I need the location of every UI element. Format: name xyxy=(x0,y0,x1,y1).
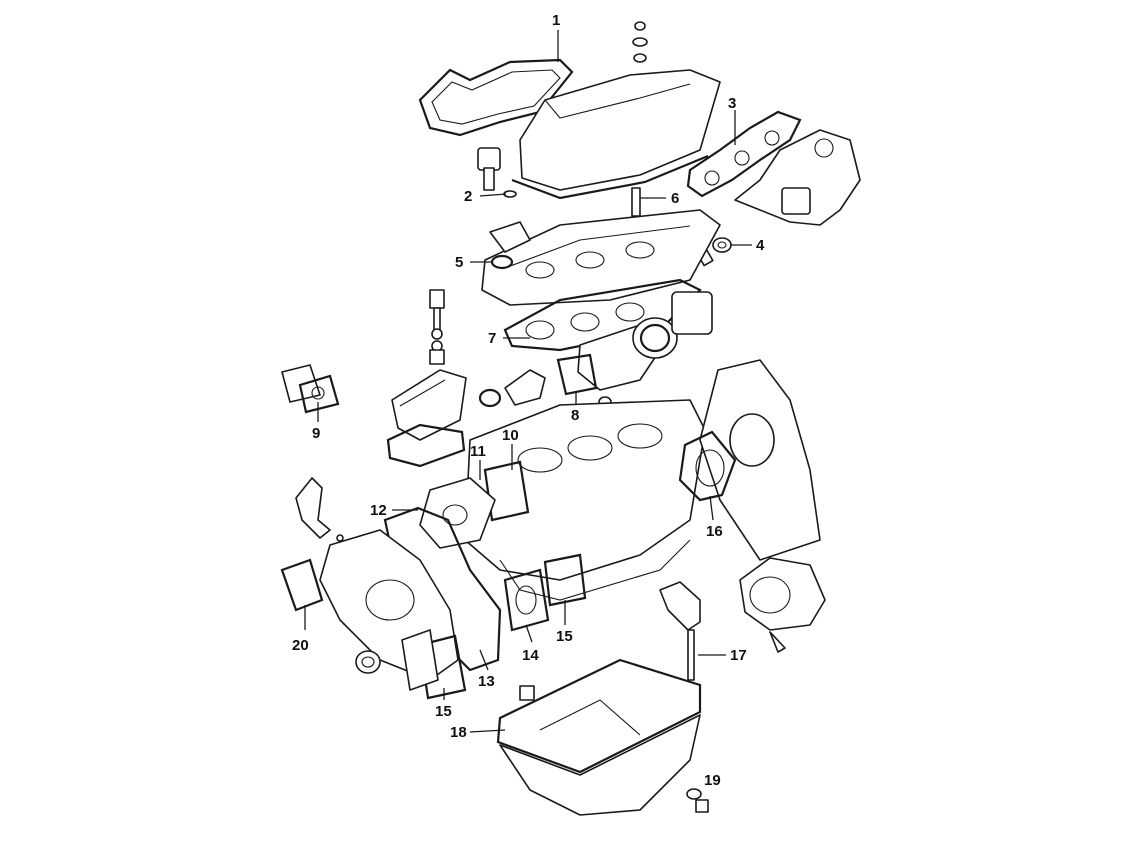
callout-19: 19 xyxy=(704,772,721,789)
callout-9: 9 xyxy=(312,425,320,442)
callout-6: 6 xyxy=(671,190,679,207)
callout-4: 4 xyxy=(756,237,765,254)
cylinder-block xyxy=(464,399,706,601)
sender-unit xyxy=(477,147,517,198)
callout-20: 20 xyxy=(292,637,309,654)
callout-13: 13 xyxy=(478,673,495,690)
oil-pipe-bracket xyxy=(659,581,701,681)
oil-sump-gasket xyxy=(496,658,702,774)
callout-1: 1 xyxy=(552,12,560,29)
callout-7: 7 xyxy=(488,330,496,347)
callout-15-lower: 15 xyxy=(435,703,452,720)
callout-15-upper: 15 xyxy=(556,628,573,645)
cover-nut-stack xyxy=(632,21,648,63)
alternator xyxy=(739,557,826,653)
injector xyxy=(429,289,445,365)
callout-labels: 1 2 3 4 5 6 7 8 9 10 11 12 13 14 15 15 1… xyxy=(292,12,765,789)
callout-3: 3 xyxy=(728,95,736,112)
callout-16: 16 xyxy=(706,523,723,540)
callout-11: 11 xyxy=(470,443,486,460)
rear-seal-gasket xyxy=(678,430,737,502)
rocker-cover-gasket xyxy=(418,58,574,137)
flange-gasket xyxy=(281,364,340,414)
rear-end-plate xyxy=(699,359,821,561)
callout-10: 10 xyxy=(502,427,519,444)
callout-18: 18 xyxy=(450,724,467,741)
front-cover-gasket xyxy=(280,558,324,612)
crank-front-seal xyxy=(355,650,381,674)
water-pump xyxy=(419,477,496,549)
callout-14: 14 xyxy=(522,647,539,664)
exhaust-manifold-gasket xyxy=(686,110,802,198)
oil-filter-housing xyxy=(577,291,713,391)
cover-plate-gasket-lower xyxy=(401,629,467,700)
mount-bracket xyxy=(295,477,344,542)
seal-plate-gasket xyxy=(503,568,550,632)
leader-lines xyxy=(304,30,752,733)
callout-12: 12 xyxy=(370,502,387,519)
cover-plate-gasket-upper xyxy=(543,553,587,607)
exhaust-manifold xyxy=(734,129,861,226)
callout-17: 17 xyxy=(730,647,747,664)
oil-sump xyxy=(499,685,701,816)
timing-cover xyxy=(319,529,459,681)
rocker-cover xyxy=(511,69,721,200)
callout-2: 2 xyxy=(464,188,472,205)
cylinder-head xyxy=(481,187,721,306)
injection-pump xyxy=(386,369,467,468)
callout-5: 5 xyxy=(455,254,463,271)
fuel-lift-pump xyxy=(478,369,546,408)
callout-8: 8 xyxy=(571,407,579,424)
drain-plug xyxy=(686,788,709,813)
